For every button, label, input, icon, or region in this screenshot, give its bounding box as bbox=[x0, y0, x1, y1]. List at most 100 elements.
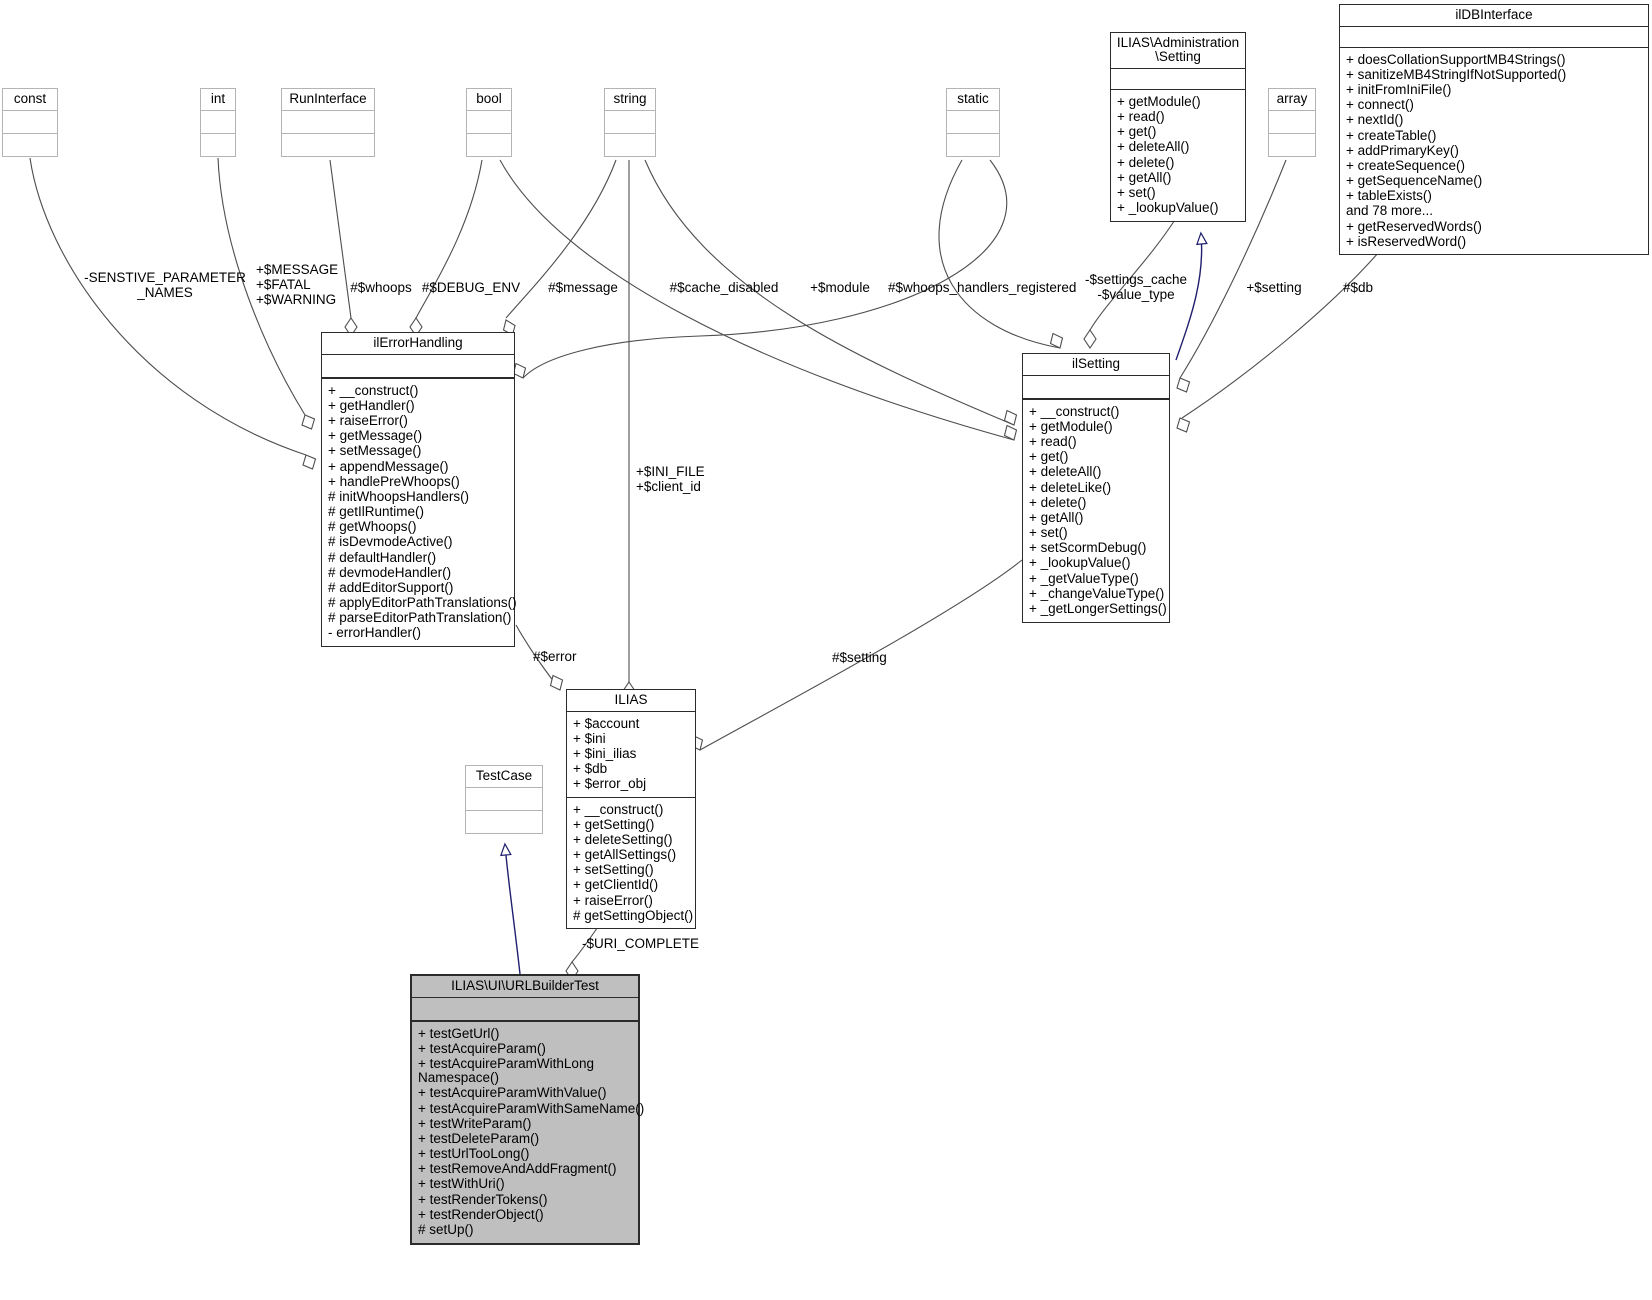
member: + testRenderTokens() bbox=[418, 1191, 548, 1207]
edge-label-cache-disabled: #$cache_disabled bbox=[669, 280, 779, 295]
member: # isDevmodeActive() bbox=[328, 534, 453, 550]
member: + _getValueType() bbox=[1029, 570, 1139, 586]
member: # devmodeHandler() bbox=[328, 564, 452, 580]
member: # parseEditorPathTranslation() bbox=[328, 610, 512, 626]
member: + deleteAll() bbox=[1029, 464, 1102, 480]
member: + setMessage() bbox=[328, 443, 422, 459]
member: + testGetUrl() bbox=[418, 1025, 500, 1041]
node-static-methods bbox=[947, 133, 999, 156]
member: + __construct() bbox=[1029, 403, 1120, 419]
node-ilerrorhandling[interactable]: ilErrorHandling + __construct() + getHan… bbox=[321, 332, 517, 648]
member: + _changeValueType() bbox=[1029, 585, 1165, 601]
member: - errorHandler() bbox=[328, 625, 422, 641]
node-int-methods bbox=[201, 133, 235, 156]
member: + getAllSettings() bbox=[573, 847, 677, 863]
node-static[interactable]: static bbox=[946, 88, 1000, 158]
member: + testAcquireParamWithSameName() bbox=[418, 1100, 645, 1116]
inherit-urlbuildertest-testcase bbox=[499, 842, 521, 975]
edge-label-module: +$module bbox=[810, 280, 870, 295]
node-const[interactable]: const bbox=[2, 88, 58, 158]
node-testcase[interactable]: TestCase bbox=[465, 765, 543, 835]
edge-static-ilsetting bbox=[938, 159, 1061, 349]
edge-label-sensitive-parameter-names: -SENSTIVE_PARAMETER _NAMES bbox=[84, 270, 246, 301]
member: + $ini bbox=[573, 730, 606, 746]
node-static-attributes bbox=[947, 110, 999, 133]
member: + _getLongerSettings() bbox=[1029, 600, 1167, 616]
member: + getSequenceName() bbox=[1346, 173, 1483, 189]
node-const-attributes bbox=[3, 110, 57, 133]
member: + testAcquireParamWithLong Namespace() bbox=[418, 1056, 594, 1086]
member: + appendMessage() bbox=[328, 458, 449, 474]
node-const-methods bbox=[3, 133, 57, 156]
node-string-title: string bbox=[613, 91, 647, 106]
member: # getWhoops() bbox=[328, 519, 417, 535]
node-ilias-methods: + __construct() + getSetting() + deleteS… bbox=[567, 797, 695, 928]
node-int[interactable]: int bbox=[200, 88, 236, 158]
edge-label-whoops-handlers-registered: #$whoops_handlers_registered bbox=[888, 280, 1077, 295]
node-string[interactable]: string bbox=[604, 88, 656, 158]
node-ildbinterface[interactable]: ilDBInterface + doesCollationSupportMB4S… bbox=[1339, 4, 1649, 256]
node-array-attributes bbox=[1269, 110, 1315, 133]
diamond-error bbox=[549, 674, 564, 691]
member: + $db bbox=[573, 761, 608, 777]
member: + deleteLike() bbox=[1029, 479, 1112, 495]
member: # applyEditorPathTranslations() bbox=[328, 595, 517, 611]
edge-label-ini-file-client-id: +$INI_FILE +$client_id bbox=[636, 464, 705, 495]
member: + delete() bbox=[1029, 494, 1087, 510]
node-array-methods bbox=[1269, 133, 1315, 156]
member: + _lookupValue() bbox=[1029, 555, 1131, 571]
member: + _lookupValue() bbox=[1117, 200, 1219, 216]
node-ilias-attributes: + $account + $ini + $ini_ilias + $db + $… bbox=[567, 711, 695, 797]
member: + testDeleteParam() bbox=[418, 1130, 540, 1146]
member: + $account bbox=[573, 715, 640, 731]
edge-label-whoops: #$whoops bbox=[350, 280, 412, 295]
edge-label-message: #$message bbox=[548, 280, 618, 295]
member: + getAll() bbox=[1117, 169, 1172, 185]
node-ildbinterface-methods: + doesCollationSupportMB4Strings() + san… bbox=[1340, 47, 1648, 254]
edge-static-ilerrorhandling bbox=[522, 159, 1008, 379]
member: + __construct() bbox=[328, 382, 419, 398]
member: # getSettingObject() bbox=[573, 907, 694, 923]
member: + getModule() bbox=[1029, 418, 1113, 434]
node-array[interactable]: array bbox=[1268, 88, 1316, 158]
member: + getMessage() bbox=[328, 428, 423, 444]
member: + setSetting() bbox=[573, 862, 654, 878]
node-int-title: int bbox=[210, 91, 226, 106]
member: + get() bbox=[1117, 124, 1157, 140]
member: + get() bbox=[1029, 449, 1069, 465]
node-urlbuildertest-attributes bbox=[412, 997, 638, 1020]
member: + raiseError() bbox=[328, 413, 408, 429]
node-adminsetting-title: ILIAS\Administration \Setting bbox=[1116, 35, 1240, 65]
member: + nextId() bbox=[1346, 112, 1404, 128]
member: + raiseError() bbox=[573, 892, 653, 908]
node-bool[interactable]: bool bbox=[466, 88, 512, 158]
node-ildbinterface-attributes bbox=[1340, 26, 1648, 47]
edge-bool-ilsetting bbox=[499, 159, 1015, 441]
node-runinterface[interactable]: RunInterface bbox=[281, 88, 375, 158]
member: + isReservedWord() bbox=[1346, 233, 1467, 249]
node-ilsetting[interactable]: ilSetting + __construct() + getModule() … bbox=[1022, 353, 1170, 623]
node-ilias[interactable]: ILIAS + $account + $ini + $ini_ilias + $… bbox=[566, 689, 696, 930]
node-ilsetting-title: ilSetting bbox=[1071, 356, 1121, 371]
member: + getClientId() bbox=[573, 877, 659, 893]
node-adminsetting-attributes bbox=[1111, 68, 1245, 89]
node-runinterface-methods bbox=[282, 133, 374, 156]
node-testcase-attributes bbox=[466, 787, 542, 810]
diamond-whoops-handlers bbox=[512, 362, 527, 379]
diamond-cache-disabled bbox=[1003, 424, 1018, 441]
edge-ildbinterface-ilsetting bbox=[1181, 244, 1386, 419]
node-ildbinterface-title: ilDBInterface bbox=[1455, 7, 1533, 22]
member: + __construct() bbox=[573, 801, 664, 817]
member: + set() bbox=[1117, 184, 1156, 200]
member: + testWithUri() bbox=[418, 1176, 505, 1192]
member: + initFromIniFile() bbox=[1346, 82, 1452, 98]
edge-label-message-fatal-warning: +$MESSAGE +$FATAL +$WARNING bbox=[256, 262, 339, 308]
node-bool-attributes bbox=[467, 110, 511, 133]
node-urlbuildertest[interactable]: ILIAS\UI\URLBuilderTest + testGetUrl() +… bbox=[410, 974, 645, 1245]
node-testcase-title: TestCase bbox=[475, 768, 533, 783]
node-ilias-administration-setting[interactable]: ILIAS\Administration \Setting + getModul… bbox=[1110, 32, 1246, 222]
node-string-attributes bbox=[605, 110, 655, 133]
member: # initWhoopsHandlers() bbox=[328, 488, 470, 504]
node-ilerrorhandling-title: ilErrorHandling bbox=[373, 335, 463, 350]
